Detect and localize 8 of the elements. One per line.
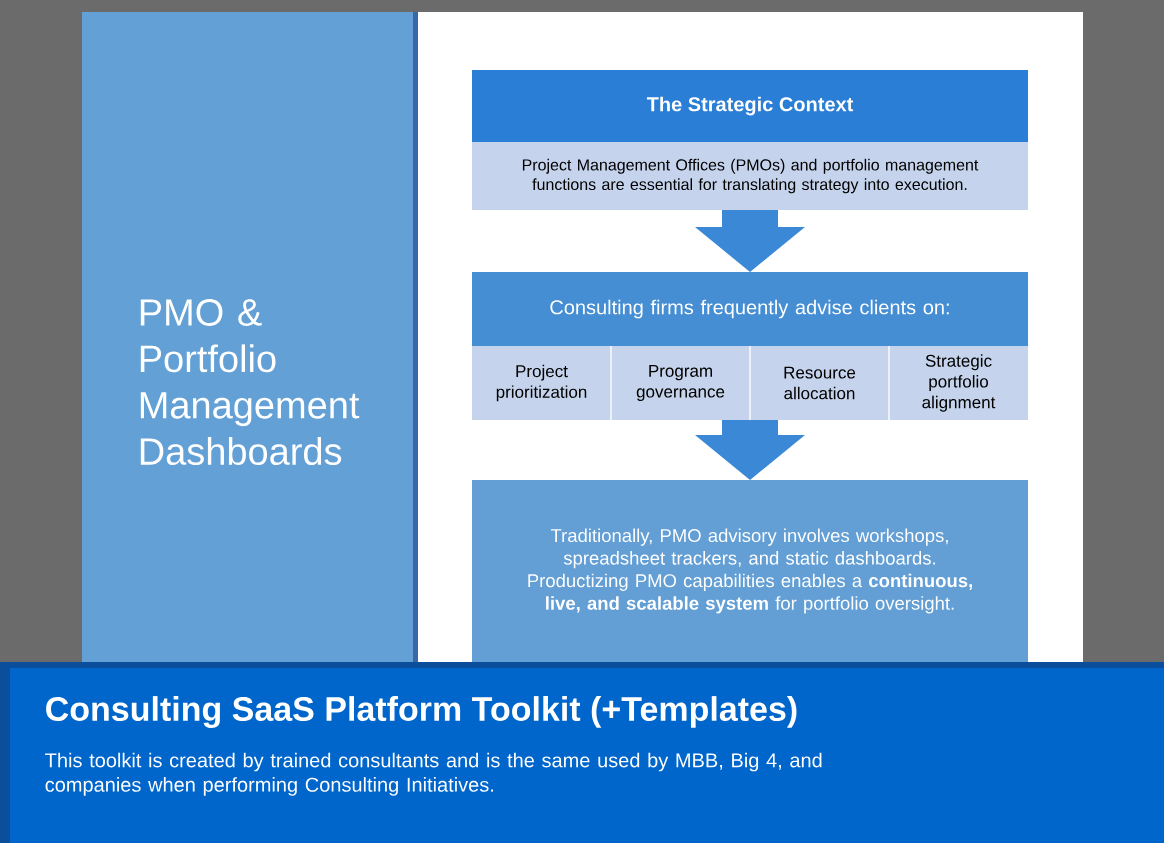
block-arrow <box>695 210 805 272</box>
topic-table: Consulting firms frequently advise clients on: Project prioritization Program governance Resource allocation Strategic portfolio alignment <box>472 272 1028 421</box>
banner-description: This toolkit is created by trained consultants and is the same used by MBB, Big 4, and companies when performing Consulting Initiatives. <box>45 752 822 796</box>
summary-box: Traditionally, PMO advisory involves workshops, spreadsheet trackers, and static dashboards. Productizing PMO capabilities enables a continuous, live, and scalable system for portfolio oversight. <box>472 480 1028 662</box>
heading-box: The Strategic Context Project Management Offices (PMOs) and portfolio management functions are essential for translating strategy into execution. <box>472 70 1028 210</box>
block-arrow <box>695 420 805 480</box>
banner-title: Consulting SaaS Platform Toolkit (+Templates) <box>46 696 797 728</box>
title-panel: PMO & Portfolio Management Dashboards <box>82 12 418 662</box>
